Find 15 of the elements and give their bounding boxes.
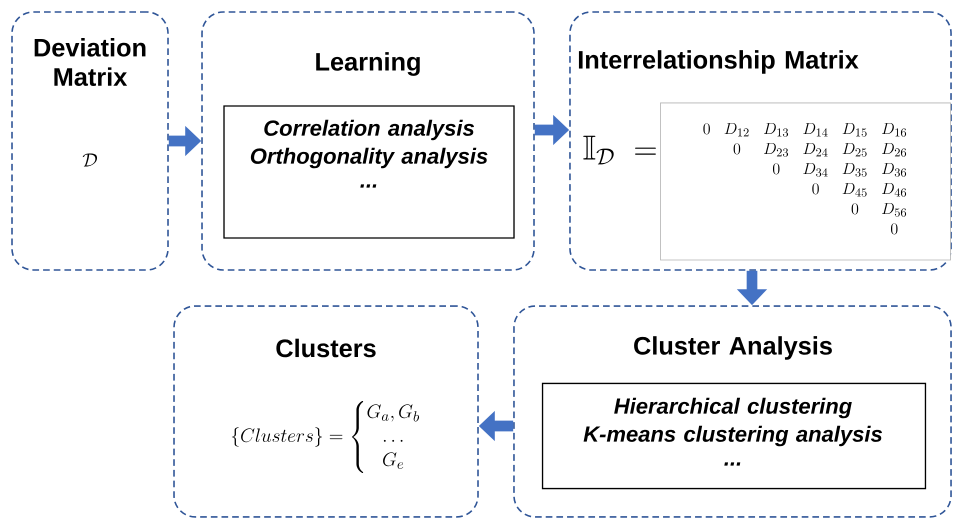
method-list: Hierarchical clustering: [614, 398, 852, 418]
matrix-formula: $\begin{matrix}0 & D_{12} & D_{13} & D_{14} & D_{15} & D_{16}\\ & 0 & D_{23} & D_{24} & D_{25} & D_{26}\\ & & 0 & D_{34} & D_{35} & D_{36}\\ & & & 0 & D_{45} & D_{46}\\ & & & & 0 & D_{56}\\ & & & & & 0\end{matrix}$: [703, 123, 906, 234]
heading: Clusters: [276, 338, 376, 358]
formula: $\mathcal{D}$: [82, 153, 98, 167]
heading: Cluster Analysis: [634, 336, 832, 360]
method-list: Orthogonality analysis: [250, 148, 488, 168]
heading: Learning: [316, 52, 420, 76]
heading: Deviation Matrix: [34, 38, 146, 86]
formula: $\mathbb{I}_{\mathcal{D}}\;=$: [583, 136, 656, 164]
method-list: Correlation analysis: [264, 120, 474, 140]
method-list: ...: [360, 184, 376, 188]
method-list: ...: [724, 462, 740, 466]
method-list: K-means clustering analysis: [584, 426, 882, 446]
heading: Interrelationship Matrix: [578, 50, 859, 74]
formula: $\{Clusters\} = \left\{\begin{matrix} G_a, G_b\\ \ldots \\ G_e\end{matrix}\right.$: [232, 401, 420, 473]
